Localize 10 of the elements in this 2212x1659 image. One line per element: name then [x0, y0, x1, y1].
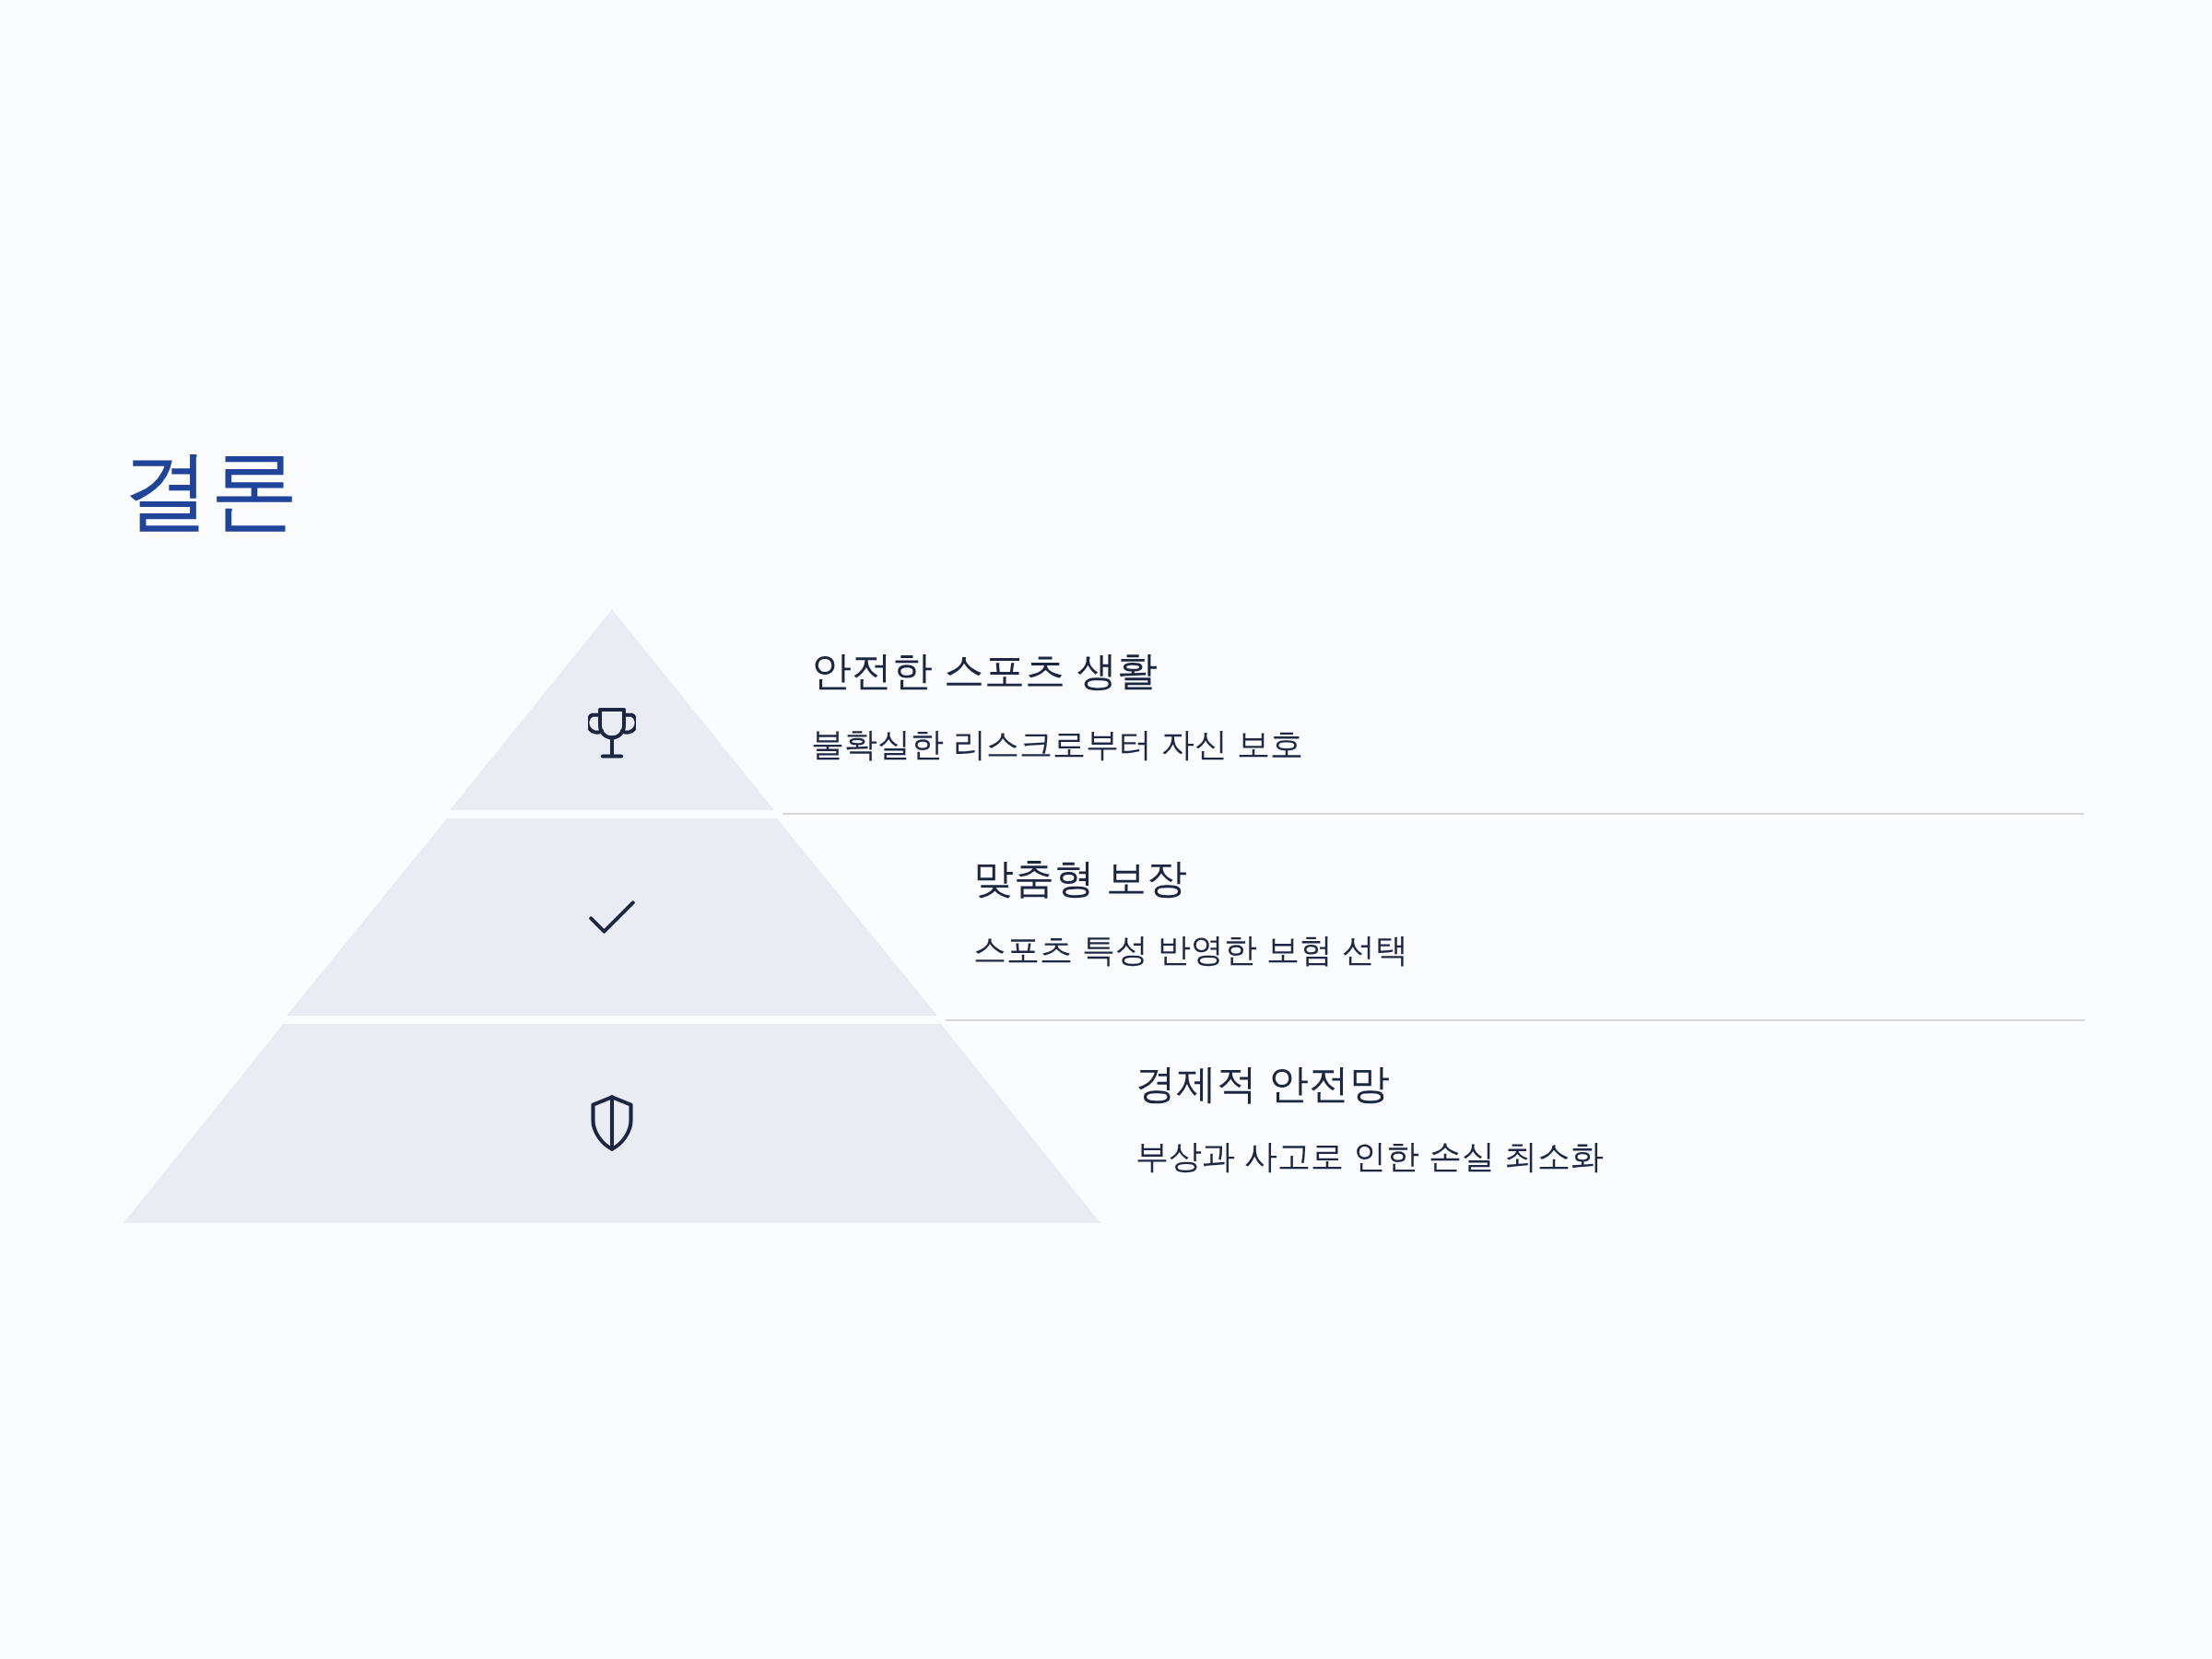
layer-heading: 안전한 스포츠 생활 [811, 647, 1159, 695]
layer-description: 스포츠 특성 반영한 보험 선택 [973, 930, 1408, 971]
pyramid-layer [287, 818, 937, 1016]
layer-heading: 경제적 안전망 [1135, 1060, 1391, 1108]
layer-heading: 맞춤형 보장 [973, 854, 1188, 902]
slide-title: 결론 [122, 440, 299, 541]
pyramid-layer [450, 609, 774, 810]
pyramid-layer [124, 1024, 1100, 1223]
layer-description: 부상과 사고로 인한 손실 최소화 [1135, 1136, 1604, 1177]
layer-description: 불확실한 리스크로부터 자신 보호 [811, 724, 1303, 765]
